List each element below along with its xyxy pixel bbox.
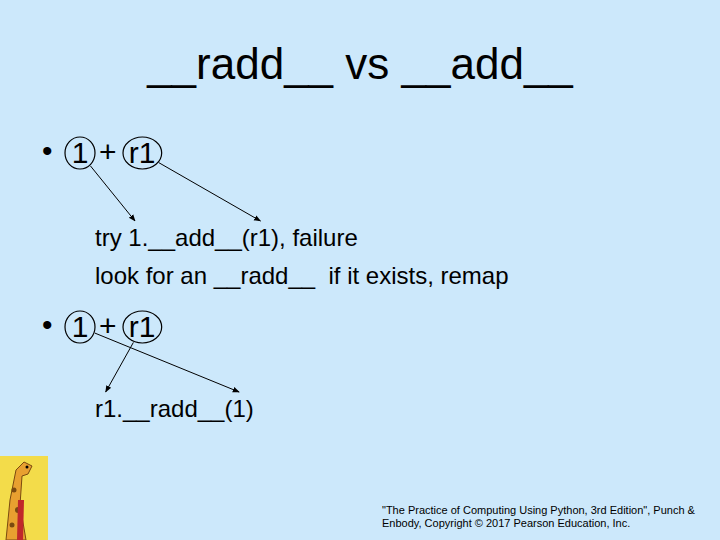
circled-operand: 1 bbox=[64, 310, 96, 344]
leader-arrow bbox=[106, 342, 134, 392]
footer-credit: "The Practice of Computing Using Python,… bbox=[382, 504, 712, 530]
circle-outline-shape bbox=[123, 137, 162, 169]
operand-text: 1 bbox=[64, 312, 96, 342]
leader-arrow bbox=[95, 333, 239, 392]
code-line: look for an __radd__ if it exists, remap bbox=[95, 264, 509, 288]
circle-outline-shape bbox=[123, 311, 162, 343]
operand-text: r1 bbox=[122, 138, 163, 168]
circled-operand: r1 bbox=[122, 136, 163, 170]
code-line: r1.__radd__(1) bbox=[95, 397, 254, 421]
giraffe-spot bbox=[10, 523, 15, 528]
circled-operand: r1 bbox=[122, 310, 163, 344]
slide-title: __radd__ vs __add__ bbox=[0, 42, 720, 86]
operand-text: r1 bbox=[122, 312, 163, 342]
bullet: • bbox=[42, 136, 53, 166]
plus-sign: + bbox=[99, 137, 117, 167]
bullet: • bbox=[42, 310, 53, 340]
giraffe-tie bbox=[17, 500, 24, 540]
logo-ground bbox=[0, 456, 48, 540]
giraffe-eye bbox=[26, 466, 29, 469]
giraffe-logo bbox=[0, 456, 48, 540]
circle-outline-shape bbox=[65, 137, 95, 169]
giraffe-body bbox=[6, 462, 32, 540]
leader-arrow bbox=[90, 166, 135, 221]
circled-operand: 1 bbox=[64, 136, 96, 170]
giraffe-spot bbox=[12, 488, 17, 493]
plus-sign: + bbox=[99, 311, 117, 341]
leader-arrow bbox=[159, 163, 261, 221]
operand-text: 1 bbox=[64, 138, 96, 168]
circle-outline-shape bbox=[65, 311, 95, 343]
code-line: try 1.__add__(r1), failure bbox=[95, 226, 358, 250]
